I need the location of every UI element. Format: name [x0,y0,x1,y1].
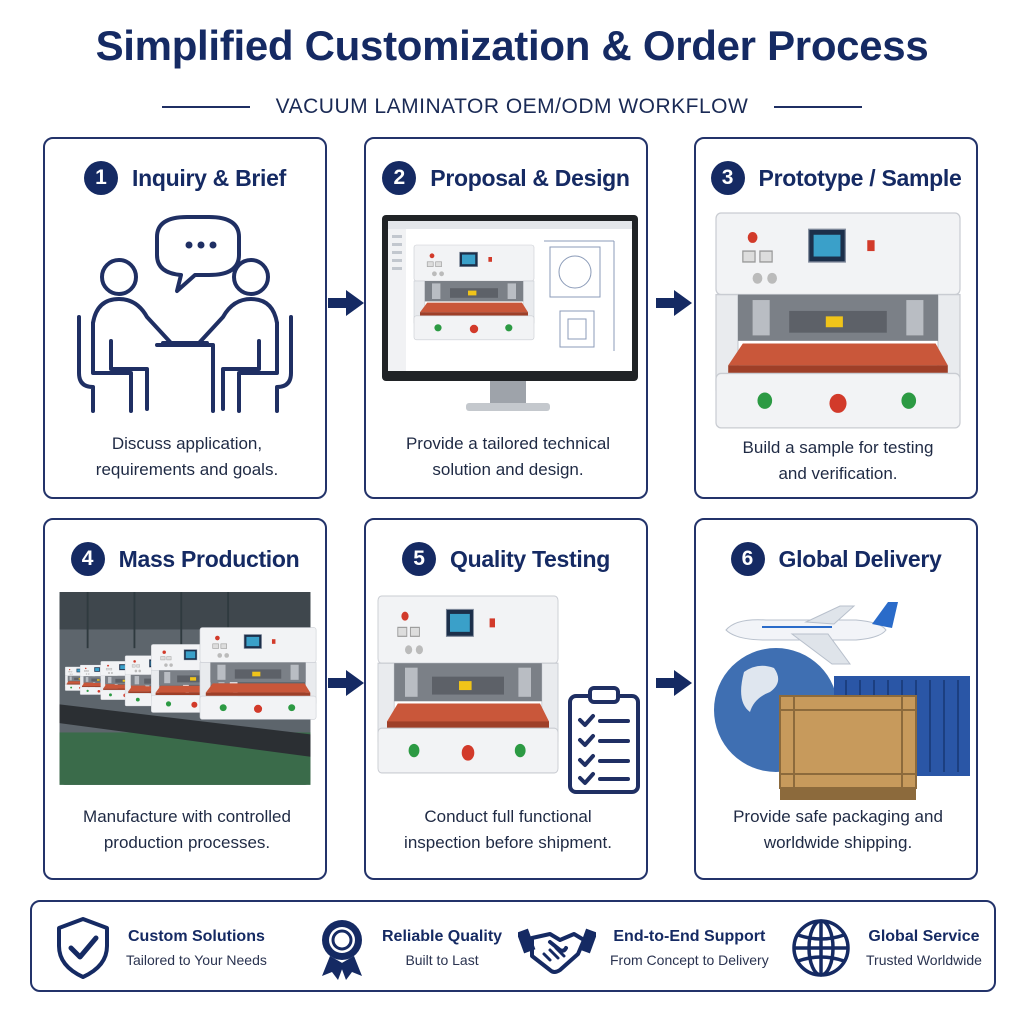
feature-custom-solutions: Custom Solutions Tailored to Your Needs [54,914,267,982]
feature-reliable-quality: Reliable Quality Built to Last [316,914,502,982]
feature-global-service: Global Service Trusted Worldwide [790,914,982,982]
meeting-icon [77,215,293,413]
desc-line: Discuss application, [111,434,263,453]
features-bar: Custom Solutions Tailored to Your Needs … [30,900,996,992]
step-number-badge: 4 [70,542,105,576]
step-description: Provide safe packaging and worldwide shi… [706,804,970,856]
subtitle-row: VACUUM LAMINATOR OEM/ODM WORKFLOW [0,92,1024,122]
desc-line: inspection before shipment. [404,833,612,852]
step-title: Mass Production [118,545,300,572]
globe-icon [792,919,850,977]
step-description: Conduct full functional inspection befor… [376,804,640,856]
step-card-delivery: 6 Global Delivery Provide safe packaging… [694,518,978,880]
feature-subtitle: Tailored to Your Needs [126,952,267,968]
feature-title: End-to-End Support [613,928,766,945]
award-ribbon-icon [322,920,362,980]
monitor-cad-icon [382,215,638,411]
step-title: Quality Testing [450,545,610,572]
feature-subtitle: From Concept to Delivery [610,952,769,968]
step-description: Discuss application, requirements and go… [55,431,319,483]
step-card-prototype: 3 Prototype / Sample Build a sample for … [694,137,978,499]
feature-title: Global Service [868,928,980,945]
feature-subtitle: Trusted Worldwide [866,952,982,968]
page-subtitle: VACUUM LAMINATOR OEM/ODM WORKFLOW [275,95,749,118]
step-number-badge: 6 [730,542,765,576]
step-title: Prototype / Sample [758,164,962,191]
feature-title: Custom Solutions [127,928,265,945]
airplane-globe-icon [714,602,970,800]
step-card-proposal: 2 Proposal & Design Provide a tailored t… [364,137,648,499]
shield-check-icon [57,917,109,979]
step-header: 6 Global Delivery [696,542,976,576]
step-header: 5 Quality Testing [366,542,646,576]
step-title: Global Delivery [778,545,942,572]
page-title: Simplified Customization & Order Process [95,22,929,69]
feature-title: Reliable Quality [382,928,503,945]
desc-line: and verification. [778,464,898,483]
desc-line: Provide a tailored technical [405,434,611,453]
step-number-badge: 3 [710,161,745,195]
subtitle-divider-left [161,106,250,108]
desc-line: solution and design. [432,460,584,479]
arrow-right-icon [656,670,692,696]
laminator-machine-icon [715,212,961,429]
step-card-inquiry: 1 Inquiry & Brief Discuss application, r… [43,137,327,499]
step-header: 4 Mass Production [45,542,325,576]
step-card-quality: 5 Quality Testing Conduct full functiona… [364,518,648,880]
step-number-badge: 1 [84,161,119,195]
step-title: Inquiry & Brief [132,164,286,191]
arrow-right-icon [656,290,692,316]
step-description: Build a sample for testing and verificat… [706,435,970,487]
feature-subtitle: Built to Last [405,952,479,968]
step-header: 3 Prototype / Sample [696,161,976,195]
arrow-right-icon [328,290,364,316]
arrow-right-icon [328,670,364,696]
step-header: 1 Inquiry & Brief [45,161,325,195]
desc-line: requirements and goals. [95,460,279,479]
step-header: 2 Proposal & Design [366,161,646,195]
step-title: Proposal & Design [430,164,630,191]
step-card-production: 4 Mass Production Manufacture with contr… [43,518,327,880]
step-number-badge: 2 [382,161,417,195]
desc-line: production processes. [103,833,271,852]
step-description: Provide a tailored technical solution an… [376,431,640,483]
checklist-icon [568,686,640,794]
desc-line: Conduct full functional [424,807,592,826]
subtitle-divider-right [774,106,863,108]
production-line-icon [59,592,317,785]
desc-line: Manufacture with controlled [83,807,291,826]
step-number-badge: 5 [402,542,437,576]
desc-line: Build a sample for testing [742,438,934,457]
desc-line: worldwide shipping. [763,833,913,852]
feature-end-to-end: End-to-End Support From Concept to Deliv… [518,914,769,982]
desc-line: Provide safe packaging and [733,807,943,826]
step-description: Manufacture with controlled production p… [55,804,319,856]
handshake-icon [518,928,596,974]
